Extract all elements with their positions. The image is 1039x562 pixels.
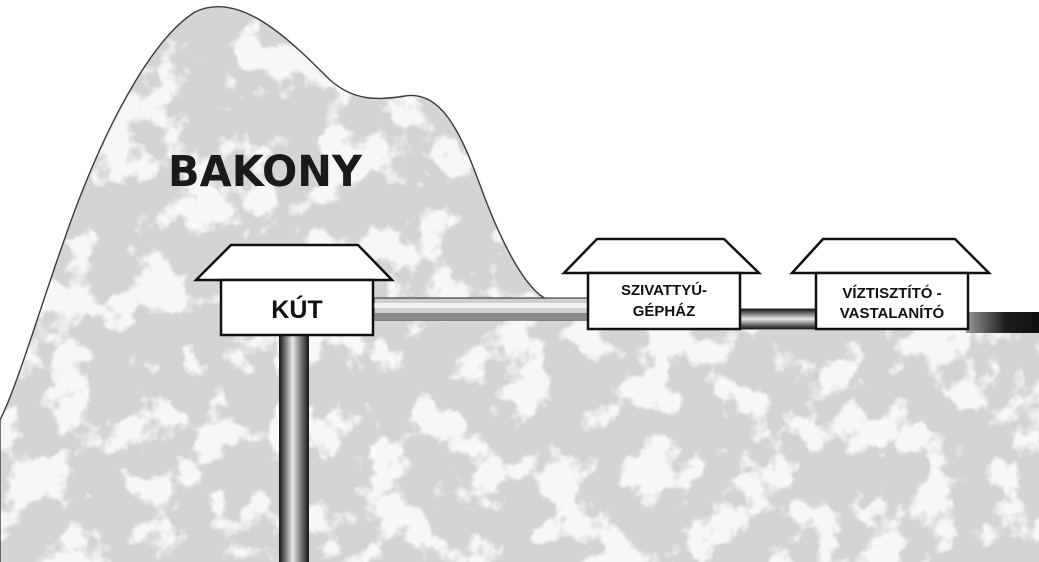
pipe-vertical-well	[279, 335, 309, 562]
pipe-pump-to-treatment	[738, 308, 819, 330]
well-label: KÚT	[271, 294, 322, 324]
well-roof	[192, 243, 395, 282]
pump-house-label-line2: GÉPHÁZ	[633, 303, 696, 320]
water-treatment-roof	[789, 237, 993, 275]
building-water-treatment: VÍZTISZTÍTÓ - VASTALANÍTÓ	[789, 237, 993, 331]
region-label: BAKONY	[168, 147, 363, 197]
pump-house-label-line1: SZIVATTYÚ-	[621, 281, 707, 299]
pump-house-roof	[561, 237, 763, 275]
building-pump-house: SZIVATTYÚ- GÉPHÁZ	[561, 237, 763, 331]
well-body	[219, 278, 375, 337]
pump-house-body	[586, 271, 742, 331]
water-treatment-body	[814, 271, 970, 331]
water-treatment-label-line2: VASTALANÍTÓ	[840, 304, 945, 322]
pipe-treatment-outlet	[966, 312, 1039, 333]
pipe-well-to-pump	[373, 297, 591, 321]
building-well: KÚT	[192, 243, 395, 337]
water-treatment-label-line1: VÍZTISZTÍTÓ -	[842, 284, 941, 302]
pipeline	[279, 297, 1039, 562]
hill-outline	[0, 6, 549, 562]
